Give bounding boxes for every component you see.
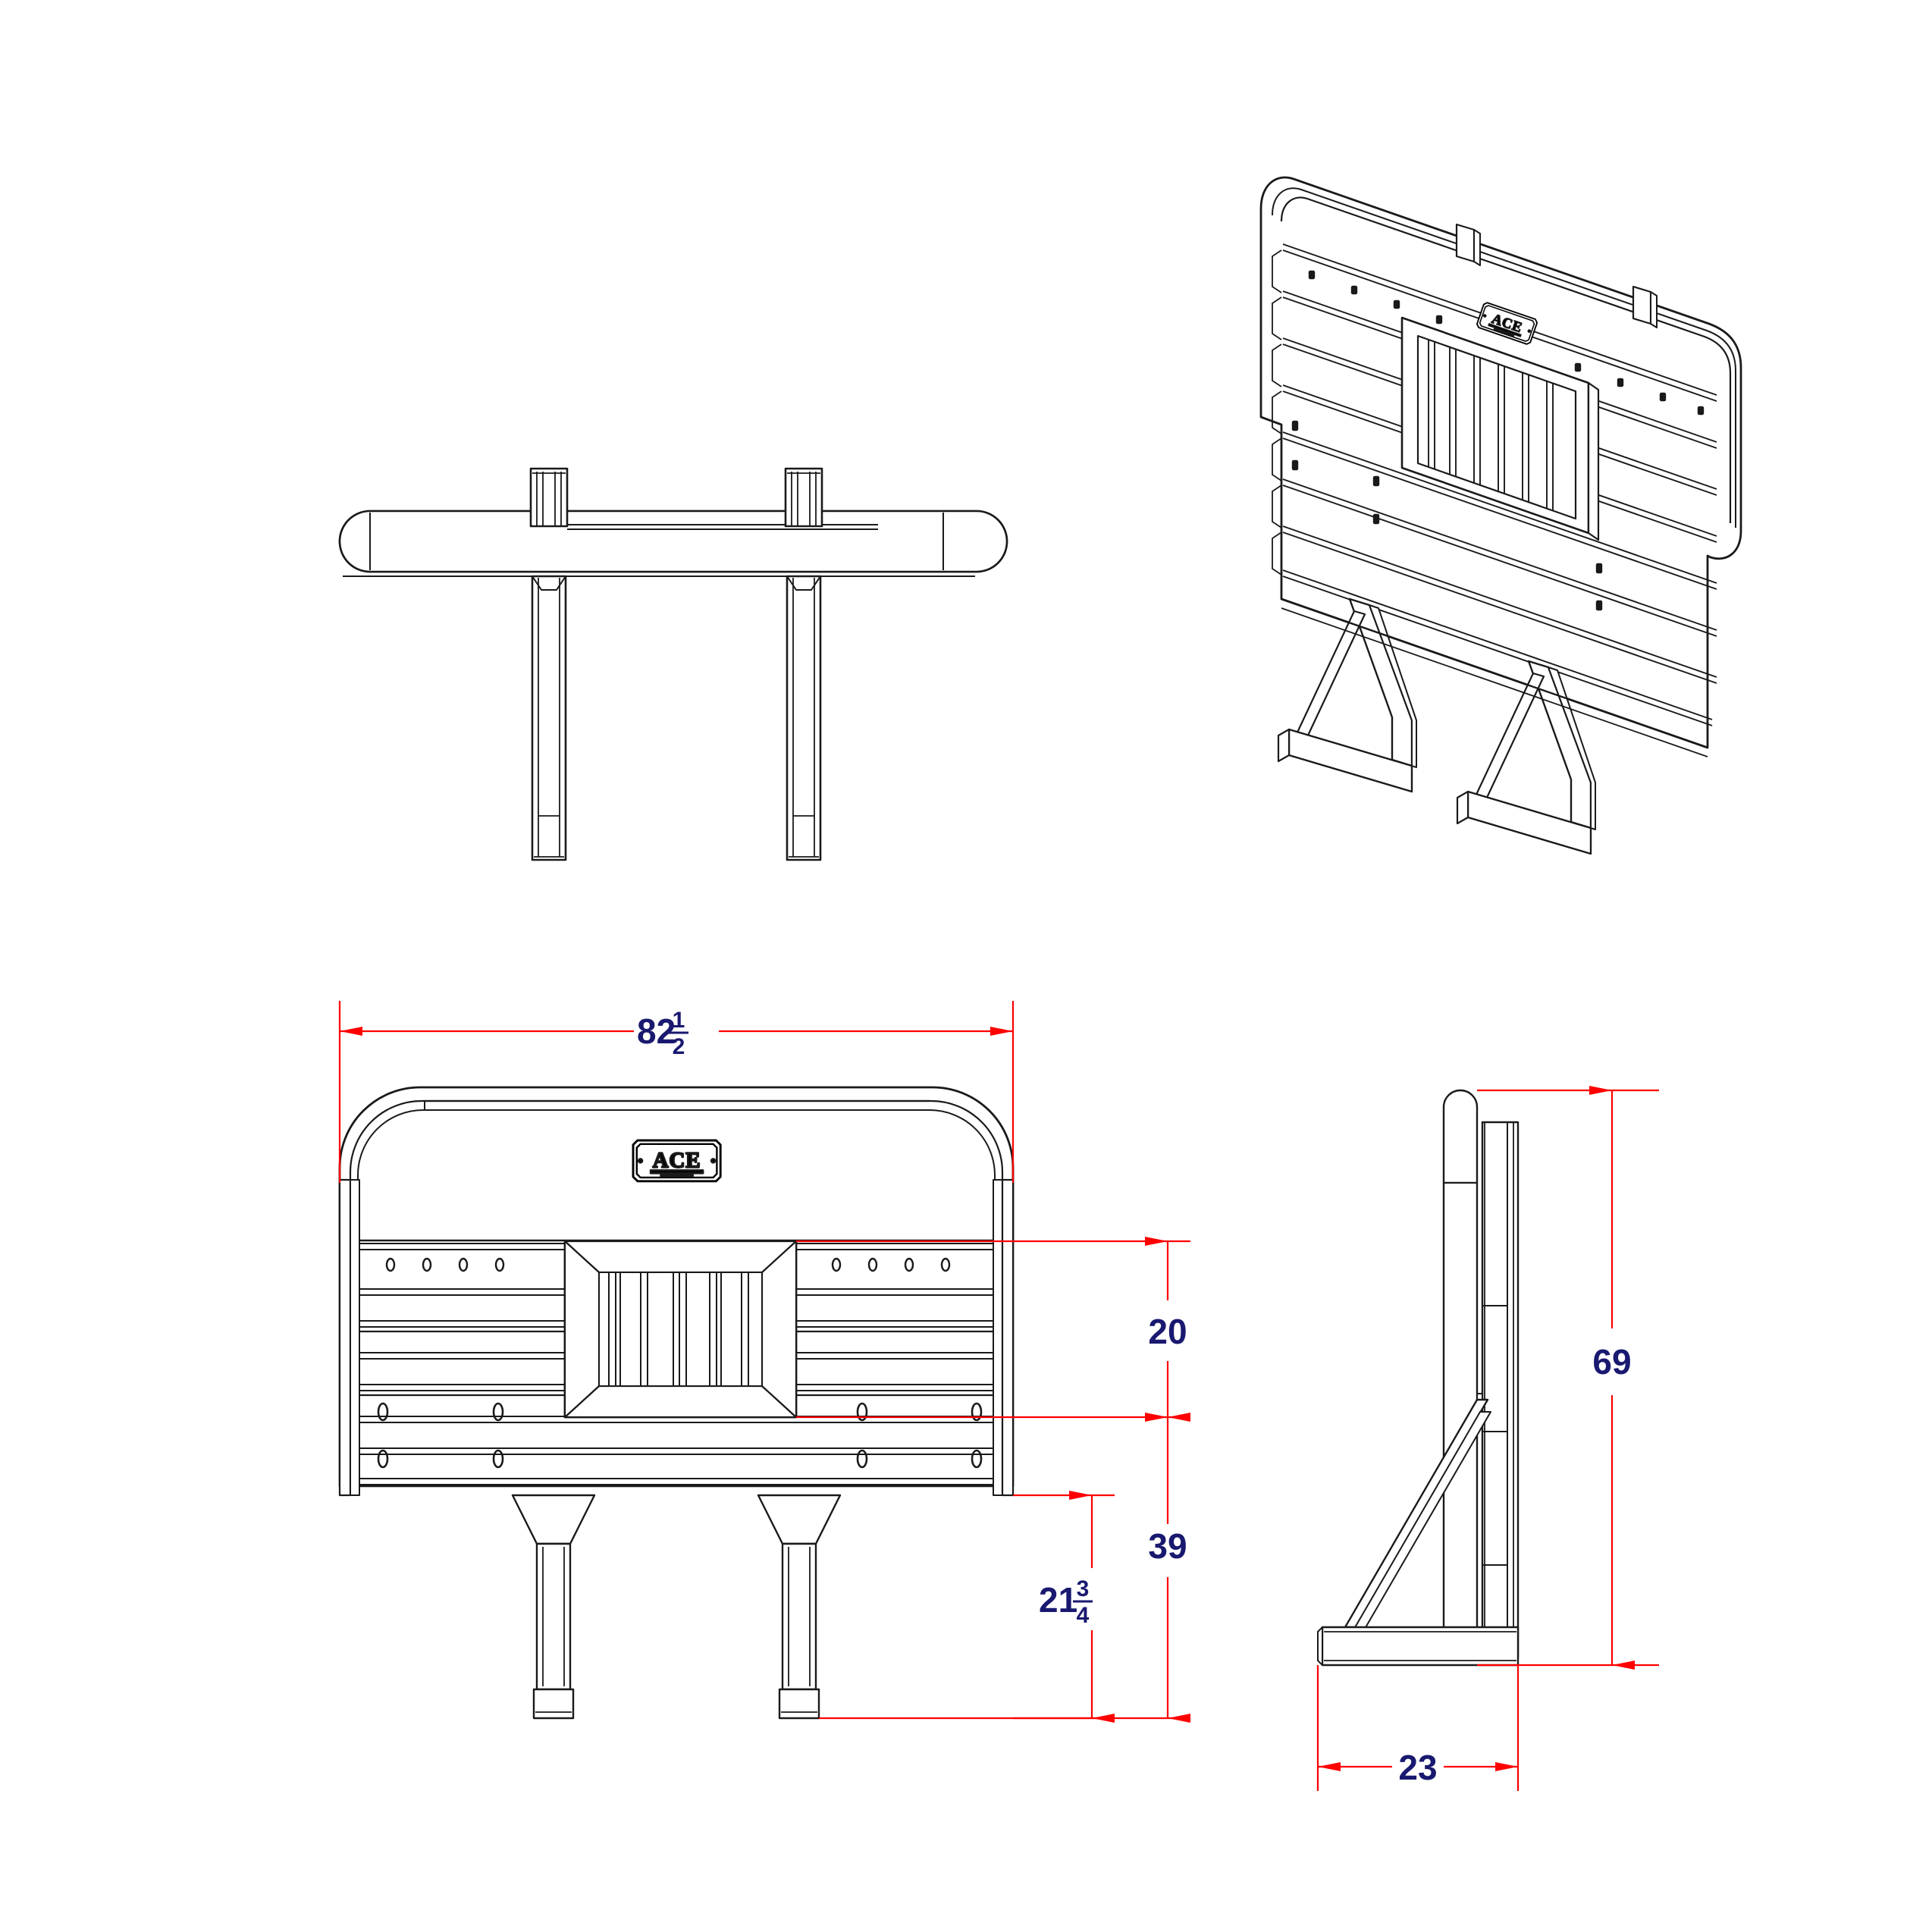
front-top-rail-outer [338, 1086, 1015, 1240]
front-ace-badge [632, 1139, 722, 1183]
front-leg-right [757, 1494, 842, 1720]
dim-frac-den-leg-length: 4 [1077, 1603, 1090, 1628]
dim-value-lower-height: 39 [1148, 1526, 1187, 1566]
side-panel-slab [1481, 1121, 1520, 1659]
dim-window-height [796, 1237, 1190, 1422]
dim-base-depth [1316, 1665, 1520, 1791]
view-top [338, 467, 1008, 861]
front-leg-left [511, 1494, 596, 1720]
dim-frac-den-overall-width: 2 [673, 1034, 685, 1059]
dim-value-overall-width: 82 [637, 1011, 676, 1051]
iso-bracket-left [1277, 597, 1417, 793]
dim-overall-width [338, 1001, 1015, 1183]
dim-value-base-depth: 23 [1398, 1748, 1437, 1787]
front-hole-row-3 [377, 1449, 983, 1469]
top-post-left-stub [529, 467, 569, 528]
front-hole-row-1 [385, 1257, 951, 1272]
dimension-text-layer: 82 1 2 20 39 21 3 4 69 23 [637, 1008, 1632, 1787]
top-post-right-stub [784, 467, 823, 528]
view-side [1317, 1089, 1520, 1667]
dim-frac-num-overall-width: 1 [673, 1008, 685, 1033]
dim-value-overall-height: 69 [1592, 1342, 1631, 1382]
side-base-foot [1321, 1626, 1520, 1667]
dim-label-leg-length: 21 3 4 [1039, 1576, 1093, 1628]
iso-mount-tabs [1455, 223, 1658, 328]
dim-value-window-height: 20 [1148, 1312, 1187, 1351]
front-hole-row-2 [377, 1402, 983, 1422]
top-post-right-leg [786, 575, 822, 861]
dim-frac-num-leg-length: 3 [1077, 1576, 1090, 1601]
dimension-layer [338, 1001, 1659, 1791]
iso-window [1400, 316, 1600, 541]
dim-overall-height [1477, 1086, 1659, 1670]
dim-leg-length [819, 1491, 1115, 1723]
iso-bracket-right [1456, 660, 1596, 855]
front-window [563, 1240, 798, 1419]
view-isometric [1259, 176, 1742, 855]
dim-value-leg-length: 21 [1039, 1580, 1077, 1620]
top-post-left-leg [531, 575, 567, 861]
view-front [338, 1086, 1015, 1720]
dim-label-overall-width: 82 1 2 [637, 1008, 688, 1059]
